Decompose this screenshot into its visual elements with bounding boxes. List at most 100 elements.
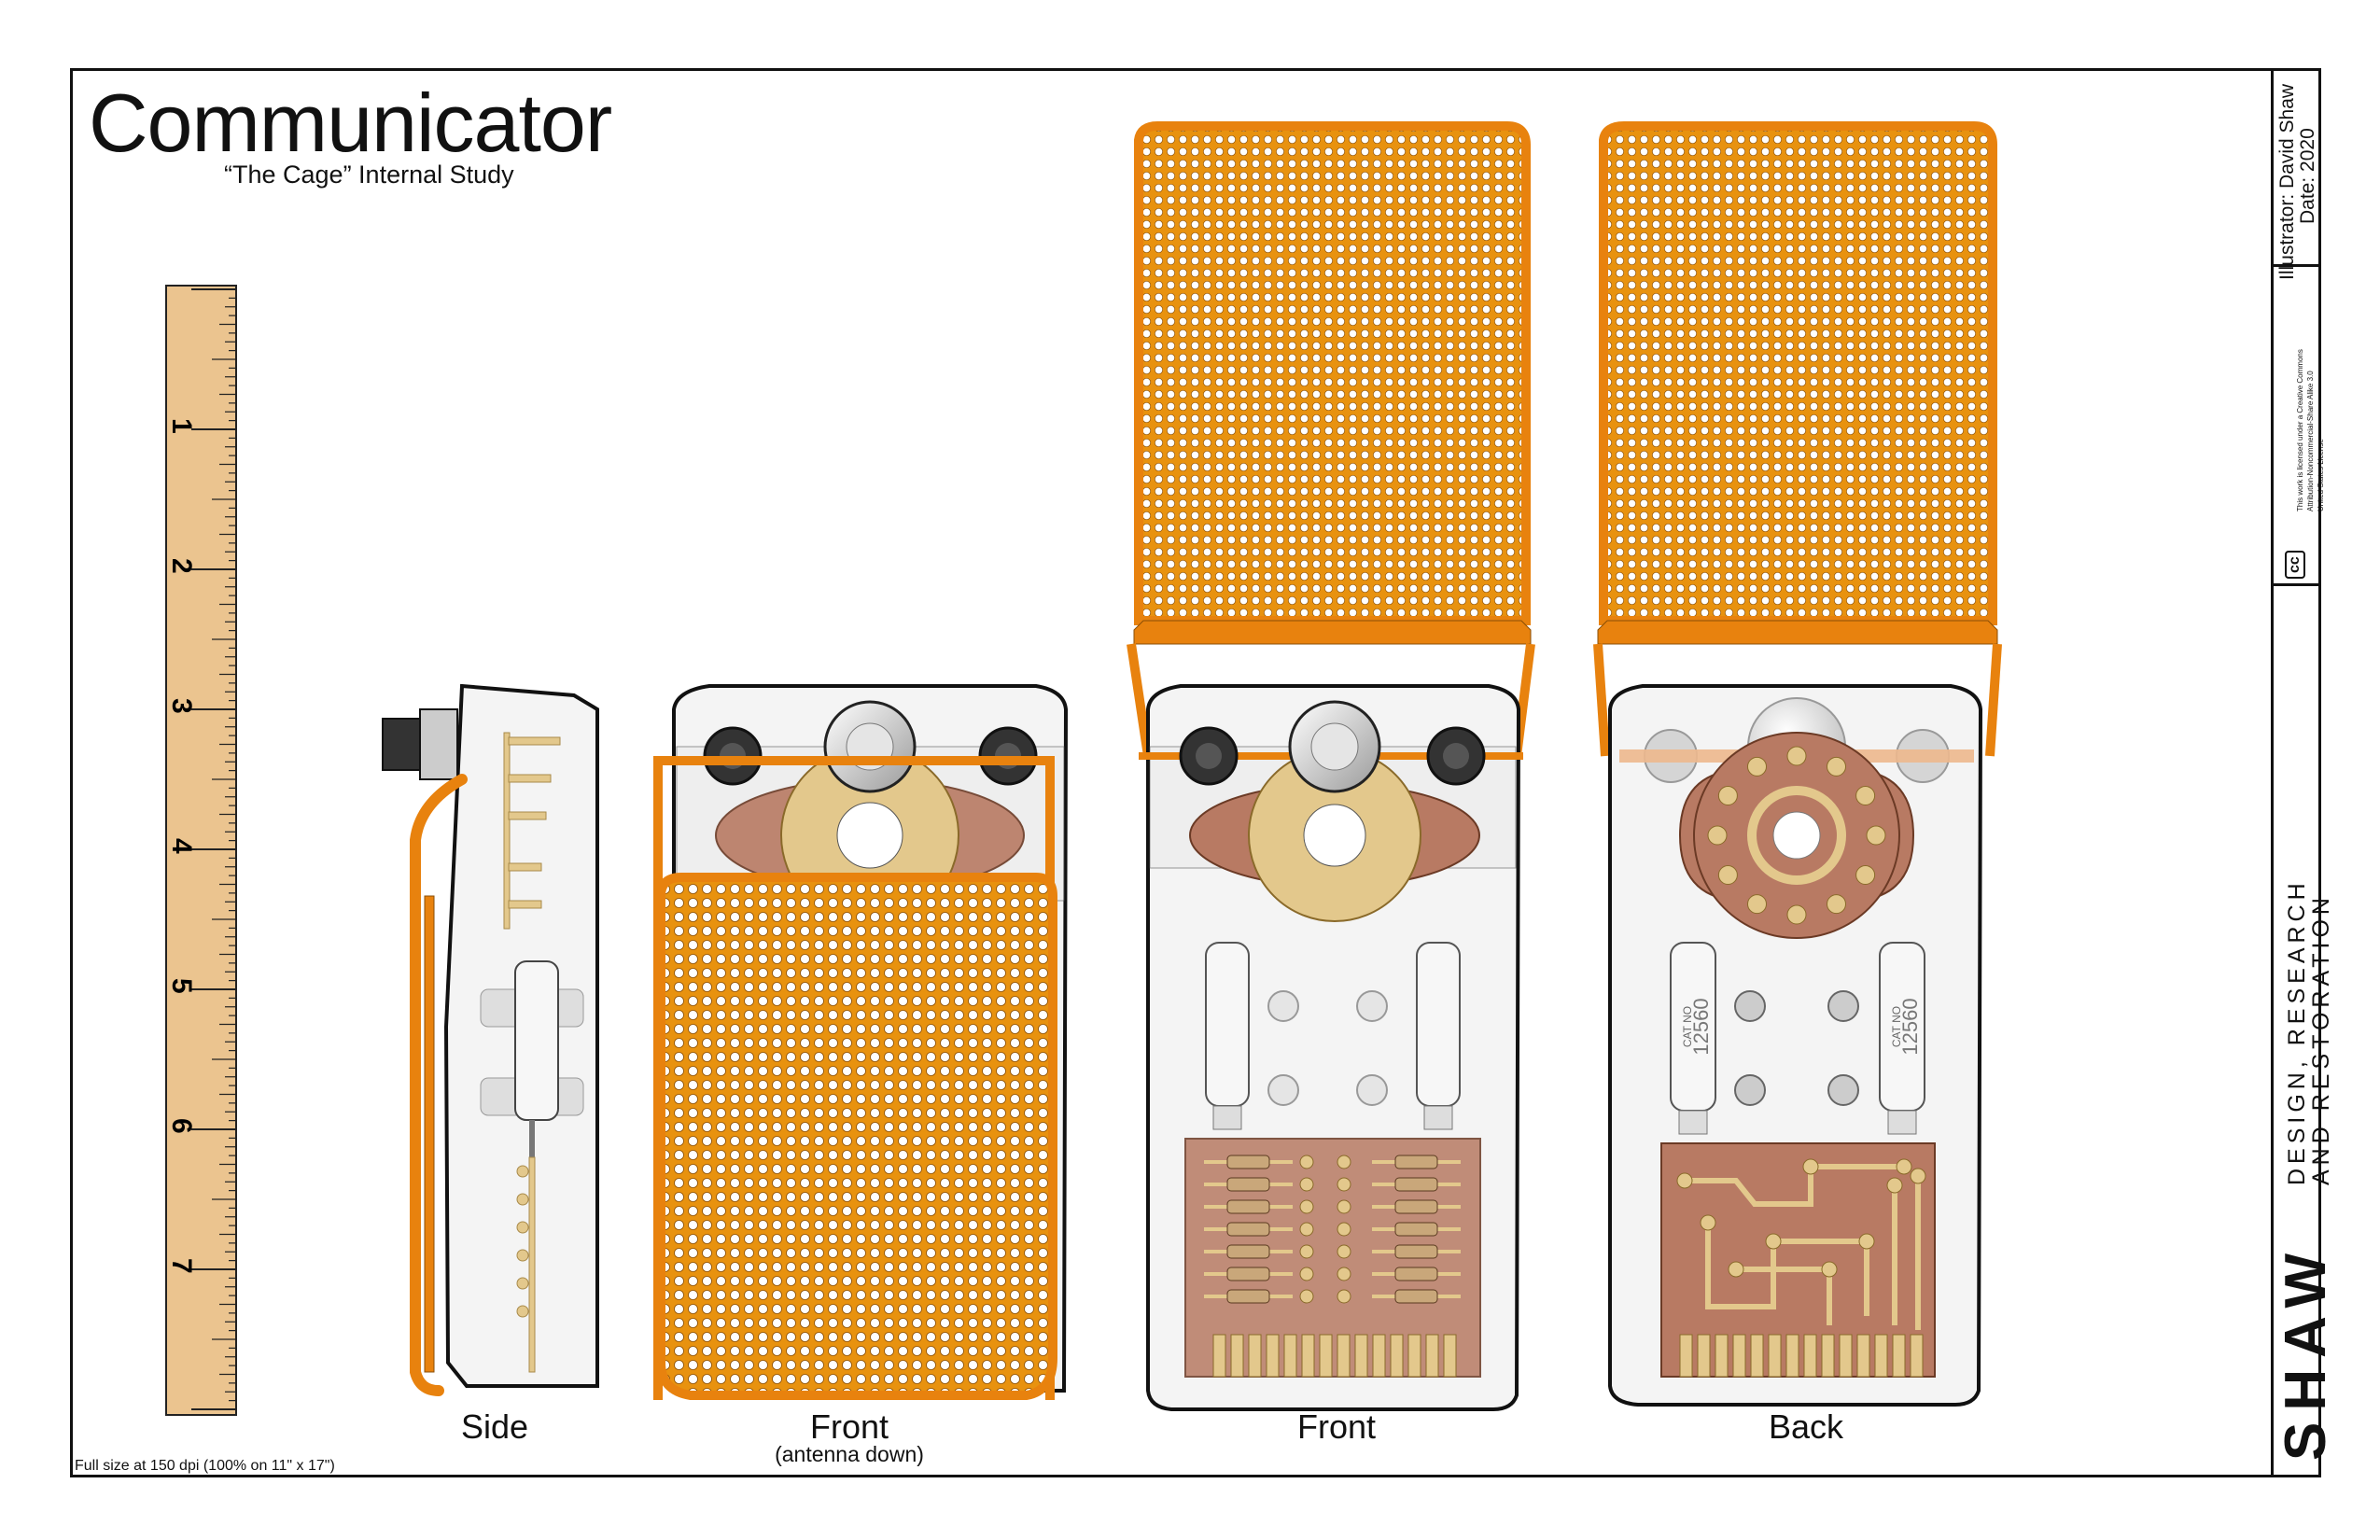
resistor [1394, 1289, 1438, 1304]
ruler-ticks [191, 288, 236, 1410]
edge-connector-finger [1212, 1334, 1226, 1378]
edge-connector-finger [1803, 1334, 1817, 1378]
view-sublabel-antenna-down: (antenna down) [775, 1442, 924, 1466]
cc-badge-icon: cc [2285, 551, 2305, 579]
resistor [1394, 1222, 1438, 1237]
cc-badge: cc [2285, 551, 2305, 579]
edge-connector-finger [1301, 1334, 1315, 1378]
view-label-front-antenna-down: Front [809, 1407, 889, 1446]
board-pad [1802, 1158, 1819, 1175]
edge-connector-finger [1319, 1334, 1333, 1378]
side-grille-edge [424, 895, 435, 1373]
resistor [1226, 1267, 1270, 1281]
board-pad [1299, 1267, 1314, 1281]
page-title: Communicator [89, 77, 612, 169]
socket-pin [1747, 756, 1767, 777]
board-pad [1821, 1261, 1838, 1278]
license-text: This work is licensed under a Creative C… [2296, 349, 2326, 511]
back-board-traces [1676, 1158, 1926, 1378]
license-line-2: Attribution-Noncommercial-Share Alike 3.… [2305, 371, 2315, 511]
edge-connector-finger [1372, 1334, 1386, 1378]
edge-connector-finger [1910, 1334, 1924, 1378]
resistor [1226, 1222, 1270, 1237]
socket-pin [1707, 825, 1728, 846]
board-pad [1765, 1233, 1782, 1250]
side-internal-components [480, 732, 584, 1373]
fad-mesh-grille [656, 873, 1057, 1400]
edge-connector-finger [1715, 1334, 1729, 1378]
brand-tagline-line-2: AND RESTORATION [2308, 893, 2335, 1185]
board-pad [1299, 1289, 1314, 1304]
edge-connector-finger [1856, 1334, 1870, 1378]
socket-pin [1786, 746, 1807, 766]
front-tube-left [1205, 942, 1250, 1107]
edge-connector-finger [1679, 1334, 1693, 1378]
socket-pin [1786, 904, 1807, 925]
front-tube-right [1416, 942, 1461, 1107]
board-pad [1337, 1177, 1351, 1192]
board-pad [1896, 1158, 1912, 1175]
board-pad [1337, 1267, 1351, 1281]
edge-connector-finger [1337, 1334, 1351, 1378]
scale-footnote: Full size at 150 dpi (100% on 11" x 17") [75, 1458, 335, 1474]
edge-connector-finger [1768, 1334, 1782, 1378]
board-pad [1728, 1261, 1744, 1278]
socket-pin [1855, 786, 1876, 805]
drawing-frame [70, 68, 2321, 1477]
board-pad [1299, 1177, 1314, 1192]
edge-connector-finger [1248, 1334, 1262, 1378]
front-antenna-down-view [653, 684, 1069, 1400]
view-label-back: Back [1768, 1407, 1844, 1446]
socket-pin [1827, 894, 1846, 915]
back-tube-left-number: 12560 [1689, 998, 1713, 1055]
edge-connector-finger [1732, 1334, 1746, 1378]
board-pad [1886, 1177, 1903, 1194]
ruler-mark-label: 3 [166, 698, 197, 714]
illustrator-name: Illustrator: David Shaw [2276, 83, 2298, 280]
edge-connector-finger [1266, 1334, 1280, 1378]
side-view [382, 683, 599, 1396]
front-mesh-lid [1134, 121, 1531, 625]
resistor [1226, 1155, 1270, 1169]
socket-pin [1827, 756, 1846, 777]
page-subtitle: “The Cage” Internal Study [224, 161, 514, 189]
back-view: CAT NO 12560 CAT NO 12560 [1593, 121, 2002, 1407]
front-dial [1189, 749, 1480, 922]
board-pad [1337, 1199, 1351, 1214]
board-pad [1858, 1233, 1875, 1250]
ruler-mark-label: 1 [166, 418, 197, 434]
ruler-mark-label: 4 [166, 838, 197, 854]
back-tube-left: CAT NO 12560 [1670, 942, 1716, 1135]
resistor [1394, 1177, 1438, 1192]
socket-pin [1866, 825, 1886, 846]
board-pad [1299, 1155, 1314, 1169]
edge-connector-finger [1874, 1334, 1888, 1378]
board-pad [1299, 1244, 1314, 1259]
board-pad [1337, 1289, 1351, 1304]
back-tube-right-number: 12560 [1898, 998, 1922, 1055]
board-pad [1910, 1168, 1926, 1184]
back-socket-plate [1678, 732, 1915, 939]
license-line-1: This work is licensed under a Creative C… [2296, 349, 2304, 511]
edge-connector-finger [1785, 1334, 1799, 1378]
illustrator-credit: Illustrator: David Shaw Date: 2020 [2276, 83, 2318, 280]
resistor [1226, 1244, 1270, 1259]
edge-connector-finger [1821, 1334, 1835, 1378]
ruler-mark-label: 6 [166, 1118, 197, 1134]
ruler-mark-label: 7 [166, 1258, 197, 1274]
edge-connector-finger [1230, 1334, 1244, 1378]
ruler-mark-label: 2 [166, 558, 197, 574]
side-tube [514, 960, 559, 1121]
front-view [1127, 121, 1535, 1411]
title-block-divider [2271, 264, 2321, 267]
resistor [1394, 1199, 1438, 1214]
edge-connector-finger [1425, 1334, 1439, 1378]
resistor [1226, 1177, 1270, 1192]
side-knob [382, 718, 426, 771]
brand-logo-shaw: SHAW [2274, 1242, 2338, 1461]
title-block-divider [2271, 583, 2321, 586]
edge-connector-finger [1390, 1334, 1404, 1378]
resistor [1394, 1244, 1438, 1259]
